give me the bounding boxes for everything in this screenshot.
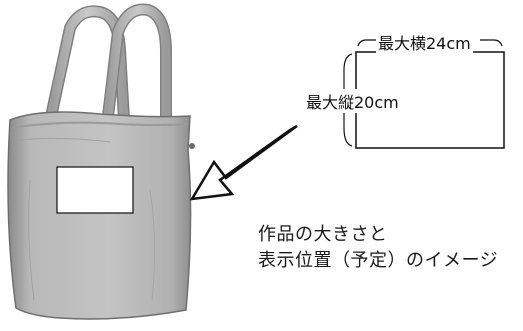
print-area-rect bbox=[56, 166, 134, 214]
caption-line-1: 作品の大きさと bbox=[258, 224, 388, 245]
bag-body bbox=[7, 111, 195, 320]
caption-line-2: 表示位置（予定）のイメージ bbox=[258, 250, 499, 271]
arrow-left-down-icon bbox=[189, 124, 298, 201]
width-bracket bbox=[357, 39, 503, 47]
max-width-label: 最大横24cm bbox=[376, 30, 473, 54]
bag-handles bbox=[46, 3, 172, 126]
max-height-label: 最大縦20cm bbox=[306, 89, 399, 113]
